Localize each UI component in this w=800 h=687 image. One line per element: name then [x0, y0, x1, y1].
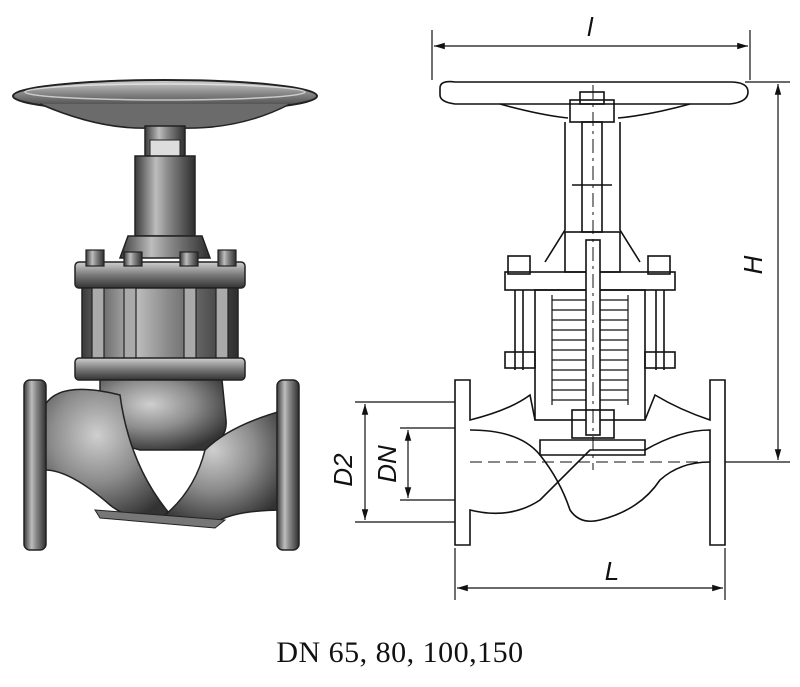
inlet-flange: [23, 379, 47, 551]
valve-section-view: [439, 80, 749, 546]
dim-label-d2: D2: [328, 453, 358, 487]
valve-3d-view: [12, 79, 318, 551]
caption: DN 65, 80, 100,150: [276, 636, 524, 669]
dim-label-dn: DN: [372, 445, 402, 483]
dim-label-h: H: [738, 255, 768, 274]
dimension-lines: [355, 30, 790, 600]
dim-label-length: L: [605, 556, 619, 586]
outlet-flange: [276, 379, 300, 551]
dim-label-l: l: [587, 12, 594, 42]
